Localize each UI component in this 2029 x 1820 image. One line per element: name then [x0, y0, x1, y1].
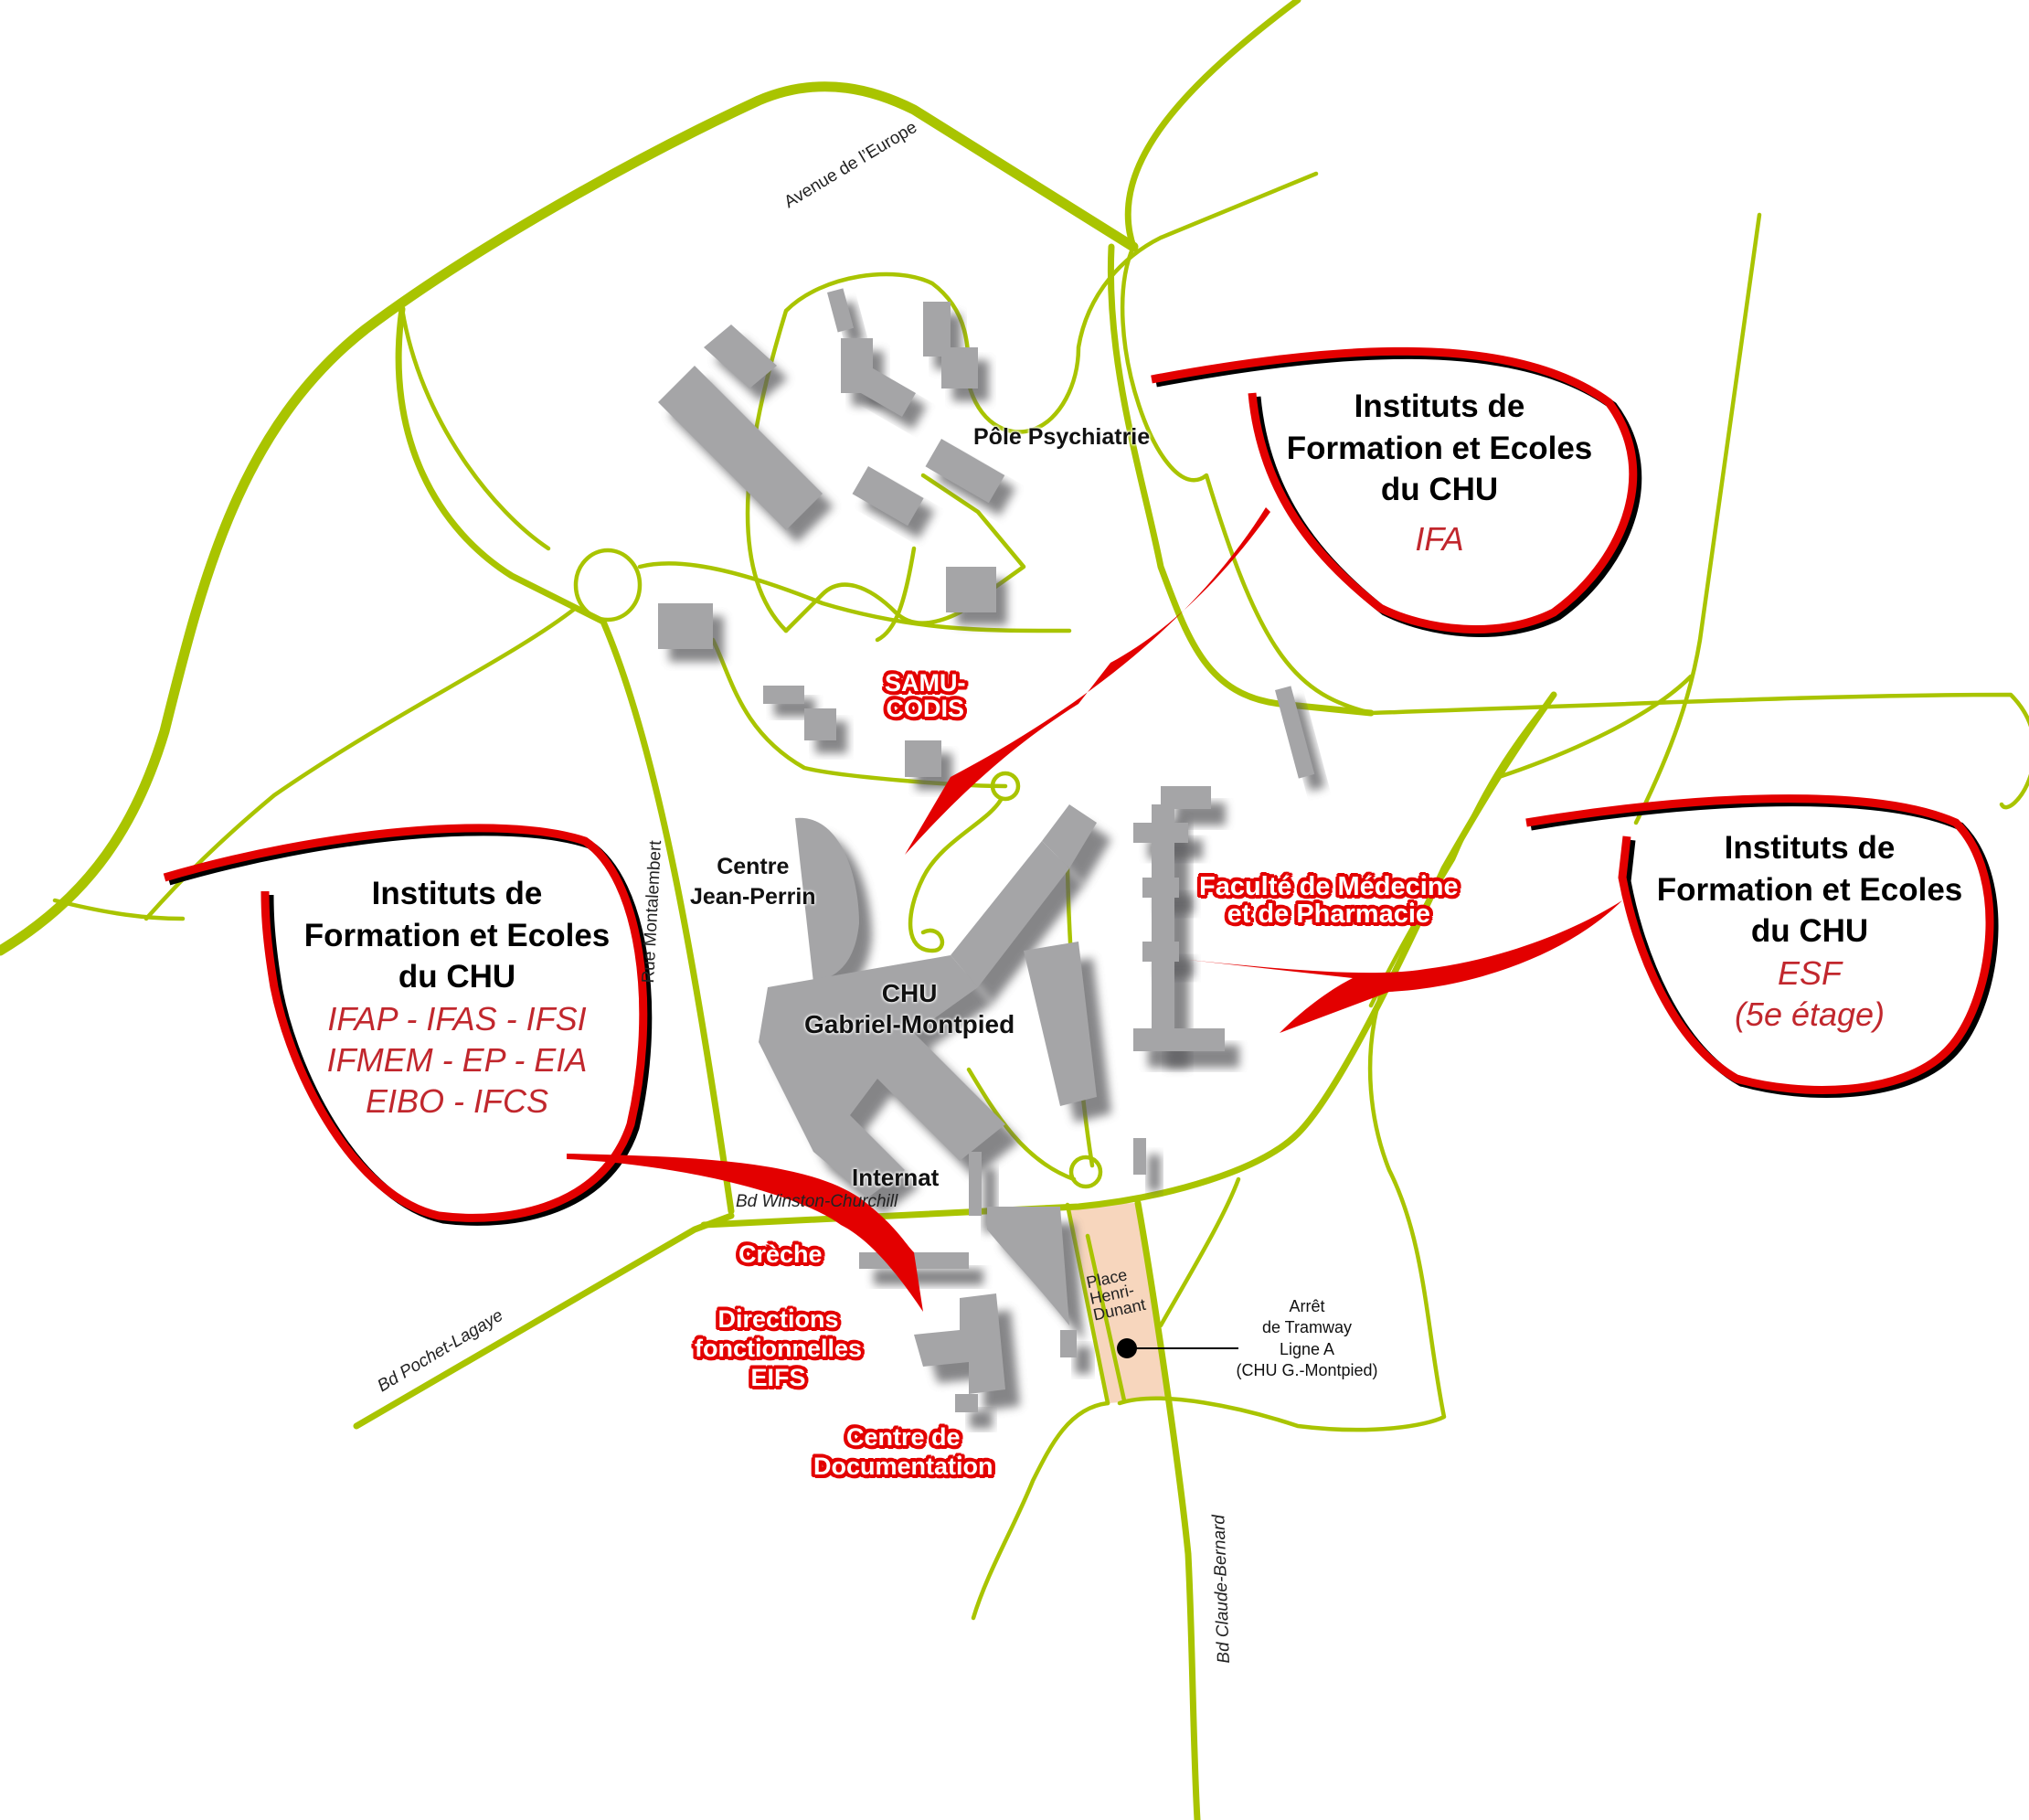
institute-top-title: Instituts de Formation et Ecoles du CHU: [1286, 388, 1593, 507]
road-east-lower: [1368, 692, 1556, 1008]
label-tram-stop[interactable]: Arrêt de Tramway Ligne A (CHU G.-Montpie…: [1236, 1297, 1378, 1380]
building-documentation: [955, 1394, 978, 1412]
callout-top-loop: [1151, 346, 1638, 633]
building-directions: [914, 1293, 1005, 1394]
road-avenue-europe: [0, 81, 1139, 956]
roundabout-samu: [990, 771, 1021, 802]
building-psy-long: [658, 366, 823, 530]
road-east-long: [1107, 243, 1375, 717]
label-centre-documentation[interactable]: Centre de Documentation: [813, 1423, 993, 1480]
institute-left-sub: IFAP - IFAS - IFSI IFMEM - EP - EIA EIBO…: [326, 999, 588, 1120]
label-faculte-medecine[interactable]: Faculté de Médecine et de Pharmacie: [1199, 872, 1459, 930]
road-north-loop: [875, 546, 917, 643]
road-centre: [637, 561, 1072, 633]
label-internat[interactable]: Internat: [852, 1164, 940, 1191]
institute-top-sub: IFA: [1415, 519, 1464, 558]
road-west-link: [52, 898, 186, 921]
road-claude-north: [1158, 1176, 1241, 1328]
label-bd-winston-churchill: Bd Winston-Churchill: [736, 1192, 898, 1211]
road-west: [399, 306, 551, 551]
building-chu-wing: [951, 841, 1069, 987]
roundabout-internat: [1068, 1155, 1103, 1189]
road-bd-pochet-lagaye: [353, 1212, 735, 1430]
building-psy-square: [704, 325, 777, 388]
arrow-to-directions: [567, 1154, 923, 1312]
label-creche[interactable]: Crèche: [738, 1240, 823, 1268]
roundabout-west: [573, 548, 643, 623]
label-samu-codis[interactable]: SAMU- CODIS: [885, 669, 966, 723]
road-psychiatrie-inner: [783, 473, 1026, 633]
road-samu-tail: [908, 797, 1004, 953]
road-south-west: [971, 1400, 1110, 1621]
road-bd-claude-bernard: [1134, 1199, 1201, 1820]
road-east-curve: [1120, 244, 2029, 810]
road-east-link: [1496, 674, 1694, 780]
road-east-diagonal: [1633, 212, 1762, 825]
buildings: [658, 288, 1326, 1429]
road-north-east: [1124, 0, 1301, 250]
building-centre-jean-perrin: [795, 817, 859, 983]
building-chu-main: [759, 955, 1005, 1197]
road-tram-inner: [1085, 1233, 1127, 1403]
road-south-east: [1117, 994, 1447, 1432]
institute-left[interactable]: Instituts de Formation et Ecoles du CHU …: [265, 873, 649, 1122]
institute-right[interactable]: Instituts de Formation et Ecoles du CHU …: [1618, 827, 2002, 1035]
building-east-bar: [1275, 686, 1315, 779]
label-place-henri-dunant: Place Henri- Dunant: [1084, 1265, 1148, 1325]
label-directions-fonctionnelles[interactable]: Directions fonctionnelles EIFS: [695, 1305, 863, 1391]
institute-top[interactable]: Instituts de Formation et Ecoles du CHU …: [1248, 386, 1631, 559]
callout-shapes: [163, 346, 1999, 1312]
institute-left-title: Instituts de Formation et Ecoles du CHU: [303, 876, 611, 995]
label-pole-psychiatrie[interactable]: Pôle Psychiatrie: [973, 424, 1151, 450]
building-internat-curve: [987, 1207, 1069, 1325]
label-chu-gabriel-montpied[interactable]: CHU Gabriel-Montpied: [804, 979, 1015, 1038]
label-centre-jean-perrin[interactable]: Centre Jean-Perrin: [690, 854, 816, 910]
road-rue-montalembert: [395, 305, 735, 1215]
institute-right-title: Instituts de Formation et Ecoles du CHU: [1656, 830, 1963, 949]
institute-right-sub: ESF (5e étage): [1734, 953, 1886, 1033]
callout-right-loop: [1525, 794, 1994, 1094]
